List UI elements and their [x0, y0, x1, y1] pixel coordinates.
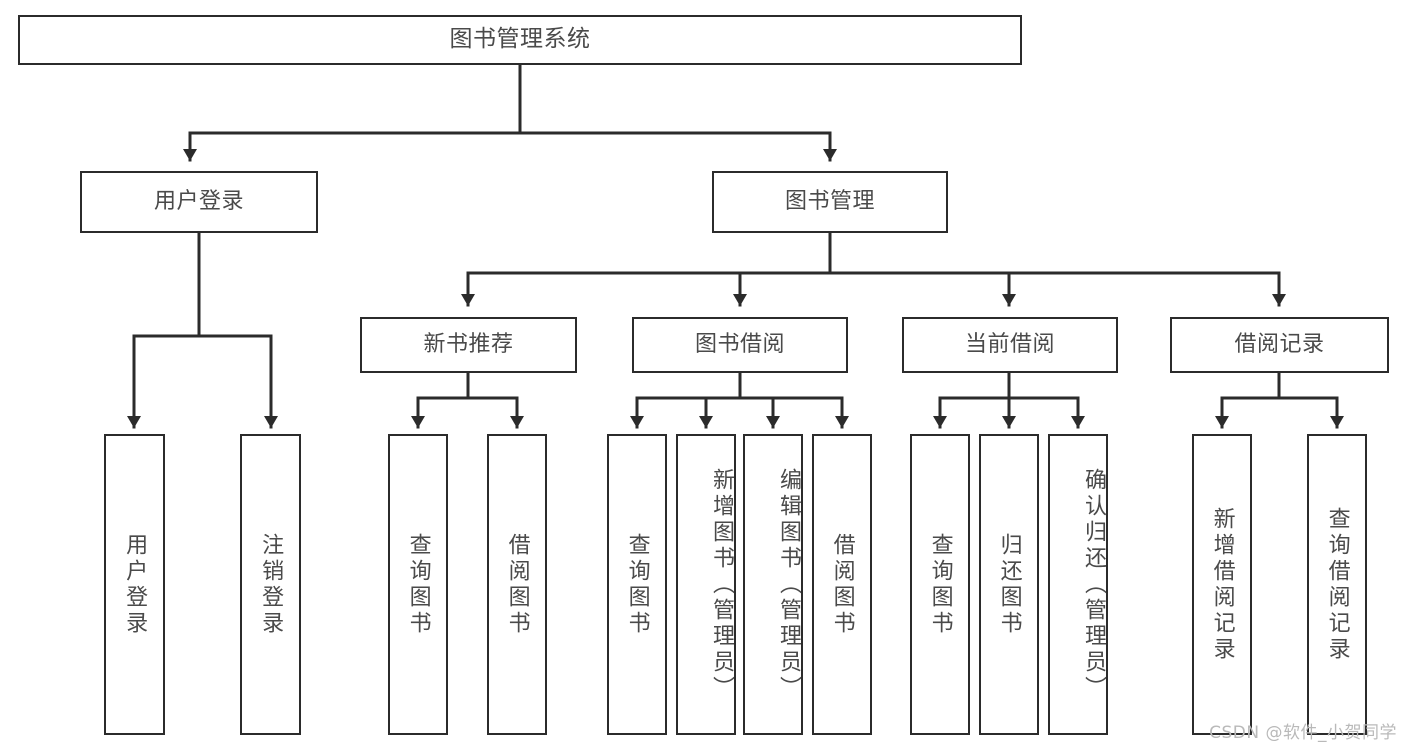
leaf-query-book-borrow[interactable]: 查询图书 — [607, 434, 667, 735]
node-book-borrow[interactable]: 图书借阅 — [632, 317, 848, 373]
leaf-logout[interactable]: 注销登录 — [240, 434, 301, 735]
leaf-borrow-book-new[interactable]: 借阅图书 — [487, 434, 547, 735]
leaf-user-login[interactable]: 用户登录 — [104, 434, 165, 735]
node-user-login[interactable]: 用户登录 — [80, 171, 318, 233]
leaf-edit-book-admin[interactable]: 编辑图书（管理员） — [743, 434, 803, 735]
leaf-confirm-return-admin[interactable]: 确认归还（管理员） — [1048, 434, 1108, 735]
leaf-add-borrow-record[interactable]: 新增借阅记录 — [1192, 434, 1252, 735]
node-current-borrow[interactable]: 当前借阅 — [902, 317, 1118, 373]
node-root-system[interactable]: 图书管理系统 — [18, 15, 1022, 65]
leaf-return-book[interactable]: 归还图书 — [979, 434, 1039, 735]
leaf-add-book-admin[interactable]: 新增图书（管理员） — [676, 434, 736, 735]
leaf-query-borrow-record[interactable]: 查询借阅记录 — [1307, 434, 1367, 735]
leaf-query-book-current[interactable]: 查询图书 — [910, 434, 970, 735]
leaf-query-book-new[interactable]: 查询图书 — [388, 434, 448, 735]
node-new-book-recommend[interactable]: 新书推荐 — [360, 317, 577, 373]
leaf-borrow-book[interactable]: 借阅图书 — [812, 434, 872, 735]
node-book-management[interactable]: 图书管理 — [712, 171, 948, 233]
node-borrow-record[interactable]: 借阅记录 — [1170, 317, 1389, 373]
